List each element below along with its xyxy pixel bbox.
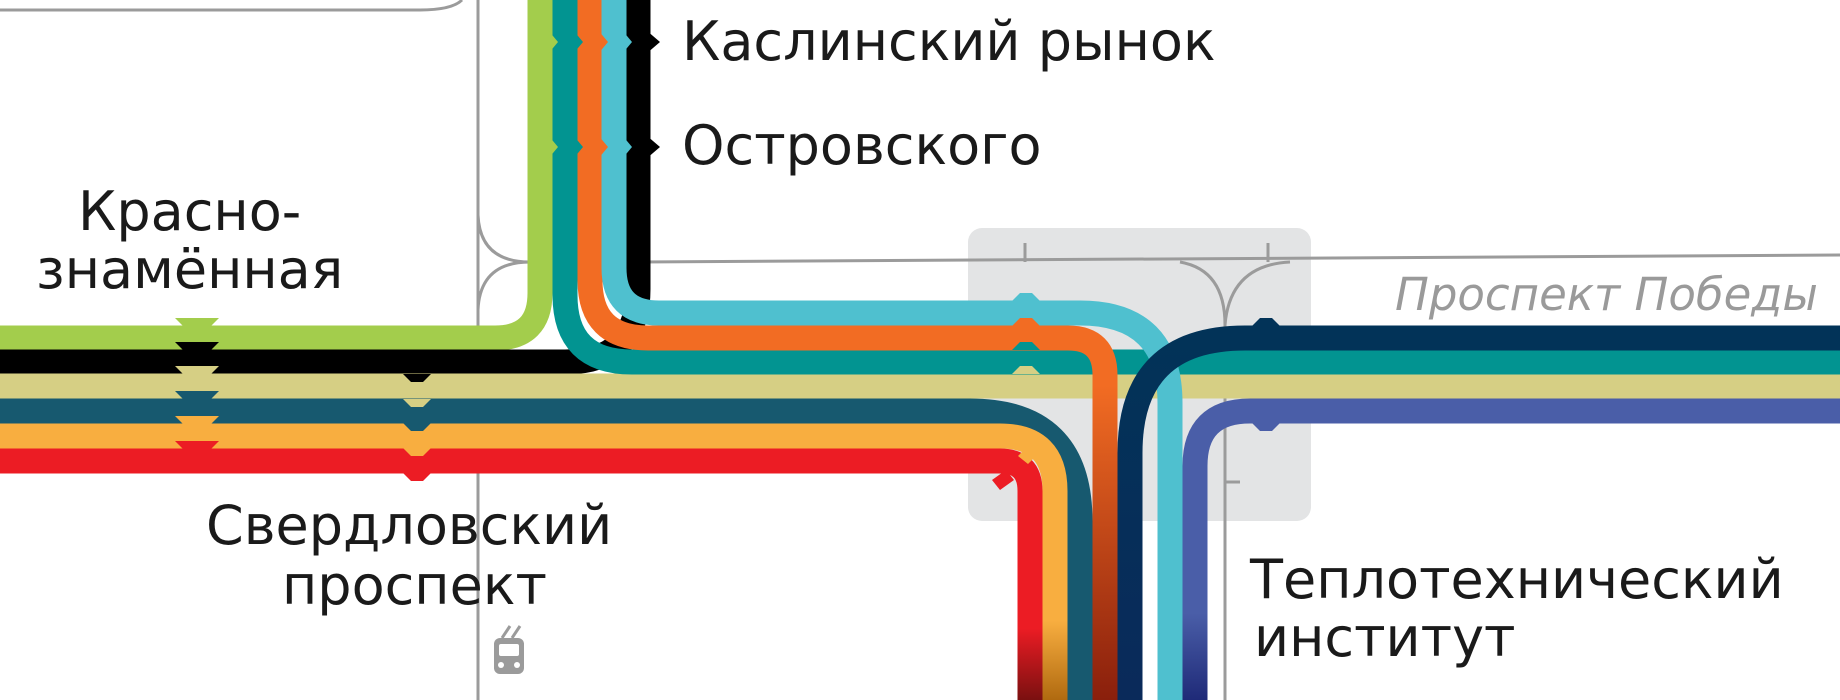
route-amber — [0, 423, 1068, 700]
route-light-green — [0, 0, 553, 351]
route-navy — [1117, 325, 1840, 700]
route-orange — [577, 0, 1118, 700]
route-indigo — [1182, 398, 1840, 700]
street-label-prospekt-pobedy: Проспект Победы — [1395, 268, 1818, 321]
stop-marker-sverdlovsky — [403, 374, 431, 481]
stop-label-teplotekh-1: Теплотехнический — [1249, 548, 1784, 611]
stop-label-ostrovskogo: Островского — [682, 114, 1042, 177]
stop-label-kaslinsky: Каслинский рынок — [682, 10, 1216, 73]
trolleybus-icon — [494, 625, 524, 674]
stop-label-teplotekh-2: институт — [1254, 606, 1516, 669]
route-red — [0, 448, 1043, 700]
stop-label-sverdlovsky-2: проспект — [282, 554, 547, 617]
stop-marker-ostrovskogo — [548, 135, 660, 159]
route-dark-teal — [0, 398, 1093, 700]
stop-label-krasnoznamennaya-1: Красно- — [78, 180, 301, 243]
stop-marker-krasnoznamennaya — [175, 318, 219, 449]
stop-label-krasnoznamennaya-2: знамённая — [36, 238, 343, 301]
stop-marker-kaslinsky — [548, 30, 660, 54]
stop-marker-pobedy — [992, 293, 1280, 490]
route-teal — [552, 0, 1840, 375]
stop-markers — [175, 30, 1280, 490]
stop-label-sverdlovsky-1: Свердловский — [206, 494, 612, 557]
